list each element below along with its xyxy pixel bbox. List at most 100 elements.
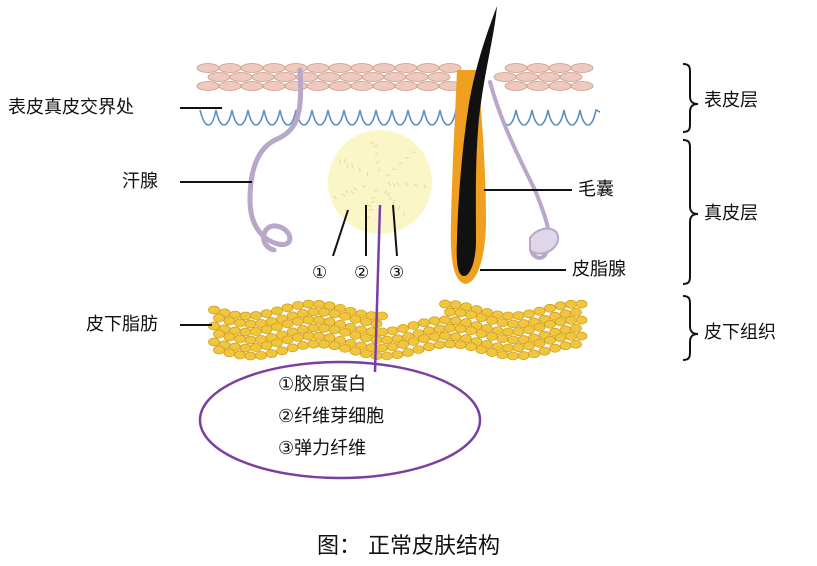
fat-cell xyxy=(575,331,588,341)
fat-cell xyxy=(323,333,336,343)
epidermis-cell xyxy=(537,72,561,82)
bracket-epidermis xyxy=(682,63,699,133)
fat-cell xyxy=(349,346,362,356)
epidermis-cell xyxy=(548,63,572,73)
fiber-strand xyxy=(414,183,418,188)
fat-cell xyxy=(360,349,372,359)
fat-cell xyxy=(444,339,456,349)
fat-cell xyxy=(244,351,257,361)
fat-cell xyxy=(286,343,299,353)
fat-cell xyxy=(234,318,246,328)
sweat-gland xyxy=(247,67,304,253)
fat-cell xyxy=(475,329,488,338)
fiber-strand xyxy=(392,168,397,171)
fat-cell xyxy=(234,334,246,344)
fat-cell xyxy=(428,316,441,326)
legend-ellipse xyxy=(198,360,482,480)
epidermis-cell xyxy=(350,63,374,73)
fat-cell xyxy=(302,315,315,325)
fat-cell xyxy=(323,317,336,327)
fat-cell xyxy=(302,331,315,341)
fat-cell xyxy=(297,341,309,350)
fat-cell xyxy=(465,326,477,336)
label-sebaceous-gland: 皮脂腺 xyxy=(572,259,626,280)
epidermis-cell xyxy=(526,63,550,73)
fiber-strand xyxy=(350,190,355,194)
fat-cell xyxy=(575,315,588,325)
fiber-strand xyxy=(370,140,375,145)
fiber-strand xyxy=(402,212,405,217)
epidermis-cell xyxy=(284,81,308,91)
fat-cell xyxy=(544,319,556,329)
epidermis-cell xyxy=(526,81,550,91)
fat-cell xyxy=(208,337,220,347)
fat-cell xyxy=(349,314,362,324)
fat-cell xyxy=(276,346,288,356)
epidermis-cell xyxy=(196,63,220,73)
epidermis-cell xyxy=(416,81,440,91)
epidermis-cell xyxy=(570,63,594,73)
legend-item-fibroblast: ②纤维芽细胞 xyxy=(278,406,385,427)
fiber-strand xyxy=(377,168,381,172)
fat-cell xyxy=(512,327,525,336)
fiber-strand xyxy=(392,198,396,204)
fat-cell xyxy=(449,332,462,342)
fiber-strand xyxy=(387,181,391,186)
cluster-fibers xyxy=(333,140,427,219)
fat-cell xyxy=(292,317,304,326)
fat-cell xyxy=(213,329,225,339)
fat-cell xyxy=(486,348,498,357)
label-hair-follicle: 毛囊 xyxy=(578,179,614,200)
layer-epidermis: 表皮层 xyxy=(704,90,758,111)
fat-cell xyxy=(439,299,451,309)
fat-cell xyxy=(281,303,294,313)
epidermis-cell xyxy=(438,63,462,73)
fat-cell xyxy=(486,332,498,341)
fat-cell xyxy=(376,343,388,353)
fat-cell xyxy=(376,327,388,337)
fat-cell xyxy=(528,349,540,359)
epidermis-cell xyxy=(284,63,308,73)
fat-cell xyxy=(544,335,556,345)
epidermis-cell xyxy=(207,72,231,82)
fat-cell xyxy=(260,309,273,318)
marker-2: ② xyxy=(354,263,370,283)
fiber-strand xyxy=(353,187,358,191)
fiber-strand xyxy=(387,192,390,197)
fiber-strand xyxy=(404,156,409,159)
fat-cell xyxy=(271,306,283,316)
fiber-strand xyxy=(405,182,409,187)
fat-cell xyxy=(496,334,509,344)
epidermis-cell xyxy=(273,72,297,82)
fat-cell xyxy=(318,323,330,333)
fat-cell xyxy=(260,341,273,350)
fiber-strand xyxy=(384,189,387,195)
fat-cell xyxy=(444,307,456,317)
fat-cell xyxy=(449,316,462,326)
epidermis-cell xyxy=(306,81,330,91)
fat-cell xyxy=(507,335,519,345)
bracket-subcutis xyxy=(682,295,699,361)
leader-lines xyxy=(180,107,572,326)
fat-cell xyxy=(391,350,404,360)
fat-cell xyxy=(307,323,320,333)
fat-cell xyxy=(313,299,325,309)
epidermis-cell xyxy=(339,72,363,82)
fat-cell xyxy=(570,307,582,317)
epidermis-cell xyxy=(262,63,286,73)
epidermis-cell xyxy=(372,81,396,91)
epidermis-cell-layer xyxy=(196,63,594,91)
epidermis-cell xyxy=(394,63,418,73)
fat-cell xyxy=(239,343,252,353)
marker-1: ① xyxy=(312,263,328,283)
fat-cell xyxy=(318,307,330,317)
fat-cell xyxy=(559,341,572,351)
layer-brackets xyxy=(682,63,699,361)
fat-cell xyxy=(512,311,525,320)
epidermis-cell xyxy=(570,81,594,91)
fat-cell xyxy=(239,327,252,337)
fat-cell xyxy=(418,318,430,328)
fat-cell xyxy=(244,335,257,345)
fat-cell xyxy=(250,311,262,320)
fat-cell xyxy=(328,325,341,335)
